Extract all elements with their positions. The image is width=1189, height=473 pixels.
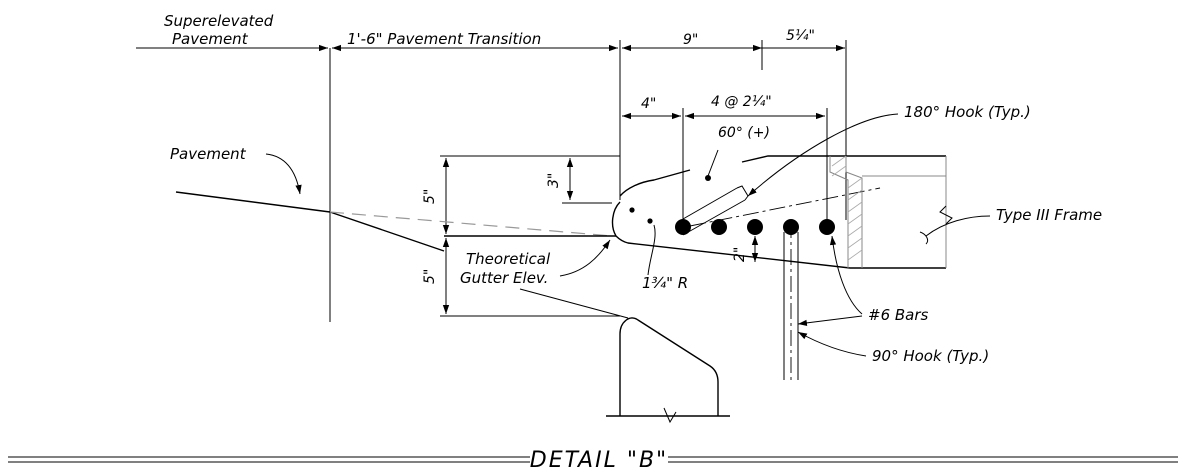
gutter-elev-label: Gutter Elev. — [460, 269, 548, 287]
superelevated-label: Superelevated — [164, 12, 274, 30]
radius-leader — [647, 224, 656, 276]
dim-4-at-label: 4 @ 2¼" — [711, 94, 772, 110]
rebar-3 — [747, 219, 763, 235]
type-iii-frame — [829, 155, 953, 268]
rebar-section — [675, 185, 881, 380]
pavement-label: Pavement — [170, 145, 247, 163]
pavement-upper-label: Pavement — [172, 30, 249, 48]
dim-9-label: 9" — [683, 32, 698, 48]
hook-90-label: 90° Hook (Typ.) — [872, 347, 989, 365]
rebar-1 — [675, 219, 691, 235]
bars-label: #6 Bars — [868, 306, 929, 324]
radius-center-a — [647, 218, 653, 224]
angle-60-leader — [707, 149, 719, 177]
type-iii-leader — [925, 215, 991, 237]
angle-60-label: 60° (+) — [718, 125, 770, 141]
bars-leader-up — [829, 235, 863, 315]
radius-label: 1¾" R — [642, 274, 688, 292]
title-rule — [8, 456, 1178, 463]
dim-2-label: 2" — [732, 247, 748, 262]
pavement-lines — [175, 191, 616, 252]
gutter-slab-outline — [611, 155, 946, 269]
hook-90-leader — [797, 331, 867, 357]
rebar-2 — [711, 219, 727, 235]
theoretical-leader — [559, 239, 611, 277]
rebar-5 — [819, 219, 835, 235]
angle-60-point — [705, 175, 711, 181]
theoretical-leader-down — [519, 288, 629, 319]
vertical-5in-dimensions — [440, 155, 620, 317]
dim-5-25-label: 5¼" — [786, 28, 815, 44]
type-iii-label: Type III Frame — [996, 206, 1102, 224]
dim-3-label: 3" — [546, 173, 562, 188]
hook-180-label: 180° Hook (Typ.) — [904, 103, 1031, 121]
radius-center-b — [629, 207, 635, 213]
dim-5-bottom-label: 5" — [422, 269, 438, 284]
pavement-transition-label: 1'-6" Pavement Transition — [347, 30, 541, 48]
vertical-3in-dimension — [562, 158, 612, 204]
hook-180-leader — [747, 113, 899, 197]
dim-4-label: 4" — [641, 96, 656, 112]
lower-gutter-profile — [606, 317, 730, 424]
pavement-leader — [265, 153, 302, 195]
detail-title: DETAIL "B" — [530, 448, 668, 473]
theoretical-label: Theoretical — [466, 250, 551, 268]
bars-leader-down — [797, 315, 863, 327]
top-dimension-chain — [136, 40, 847, 70]
dim-5-top-label: 5" — [422, 189, 438, 204]
